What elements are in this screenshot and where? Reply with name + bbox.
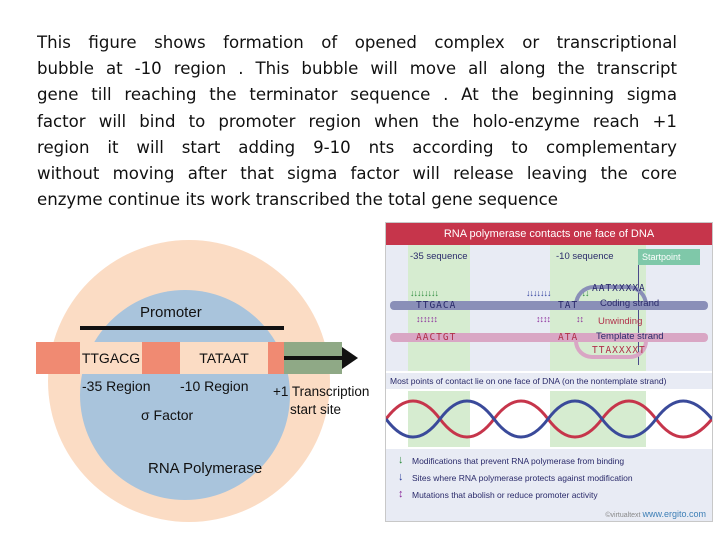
rna-polymerase-label: RNA Polymerase [148, 460, 263, 477]
legend-item-1: Modifications that prevent RNA polymeras… [412, 456, 625, 466]
promoter-label: Promoter [140, 304, 202, 321]
startpoint-tag: Startpoint [638, 249, 700, 265]
tss-label-line2: start site [290, 402, 342, 417]
sigma-factor-label: σ Factor [141, 407, 194, 423]
arrow-head-icon [342, 347, 358, 369]
box-minus10: TATAAT [180, 342, 268, 374]
contact-note: Most points of contact lie on one face o… [390, 376, 667, 386]
mutation-marks-10b: ↕↕ [576, 314, 584, 324]
startpoint-label: Startpoint [642, 252, 681, 262]
figure-title-text: RNA polymerase contacts one face of DNA [443, 228, 655, 240]
legend-item-3: Mutations that abolish or reduce promote… [412, 490, 598, 500]
template-seq-35: AACTGT [416, 332, 457, 343]
box-minus35: TTGACG [80, 342, 142, 374]
mutation-marks-35: ↕↕↕↕↕↕ [416, 314, 438, 324]
legend-item-2: Sites where RNA polymerase protects agai… [412, 473, 633, 483]
paragraph-line: gene till reaching the terminator sequen… [37, 85, 677, 105]
contact-note-bar: Most points of contact lie on one face o… [386, 373, 712, 389]
helix-minus10-highlight [550, 391, 646, 447]
promoter-diagram: Promoter TTGACG TATAAT -35 Region -10 Re… [36, 232, 381, 532]
credit-brand: www.ergito.com [642, 509, 706, 519]
region-minus10-label: -10 Region [180, 378, 249, 394]
coding-strand-bar [390, 301, 708, 310]
paragraph-line: factor will bind to promoter region when… [37, 111, 677, 131]
rna-polymerase-figure: RNA polymerase contacts one face of DNA … [384, 222, 714, 522]
coding-seq-10b: AATXXXXA [592, 283, 646, 294]
region-minus35-label: -35 Region [82, 378, 151, 394]
helix-strand-blue [384, 399, 714, 439]
legend-panel: ↓ Modifications that prevent RNA polymer… [386, 449, 712, 521]
figure-credit: ©virtualtext www.ergito.com [605, 509, 706, 519]
template-strand-bar [390, 333, 708, 342]
box-minus35-seq: TTGACG [81, 350, 141, 366]
paragraph-line: enzyme continue its work transcribed the… [37, 190, 558, 210]
minus35-label: -35 sequence [410, 251, 468, 262]
down-arrow-blue-icon: ↓ [398, 471, 404, 483]
coding-strand-label: Coding strand [600, 298, 660, 309]
template-seq-10: ATA [558, 332, 579, 343]
body-paragraph: This figure shows formation of opened co… [37, 30, 677, 213]
dna-helix [384, 391, 714, 447]
unwinding-label: Unwinding [598, 316, 643, 327]
paragraph-line: region it will start adding 9-10 nts acc… [37, 137, 677, 157]
paragraph-line: This figure shows formation of opened co… [37, 33, 677, 52]
tss-label-line1: +1 Transcription [273, 384, 370, 399]
paragraph-line: bubble at -10 region . This bubble will … [37, 59, 677, 79]
coding-seq-35: TTGACA [416, 300, 457, 311]
promoter-bar [80, 326, 284, 330]
helix-svg [384, 391, 714, 447]
startpoint-line [638, 265, 639, 365]
transcription-arrow [284, 356, 346, 360]
double-arrow-purple-icon: ↕ [398, 488, 404, 500]
sigma-factor-circle [80, 290, 290, 500]
paragraph-line: without moving after that sigma factor w… [37, 163, 677, 183]
contact-marks-10: ↓↓↓↓↓↓↓ [526, 288, 551, 298]
minus10-label: -10 sequence [556, 251, 614, 262]
mutation-marks-10: ↕↕↕↕ [536, 314, 551, 324]
figure-title: RNA polymerase contacts one face of DNA [386, 223, 712, 245]
coding-seq-10a: TAT [558, 300, 579, 311]
credit-small: ©virtualtext [605, 512, 641, 519]
template-seq-tail: TTAXXXXT [592, 345, 646, 356]
box-minus10-seq: TATAAT [199, 350, 249, 366]
down-arrow-green-icon: ↓ [398, 454, 404, 466]
contact-marks-35: ↓↓↓↓↓↓↓↓ [410, 288, 439, 298]
template-strand-label: Template strand [596, 331, 664, 342]
